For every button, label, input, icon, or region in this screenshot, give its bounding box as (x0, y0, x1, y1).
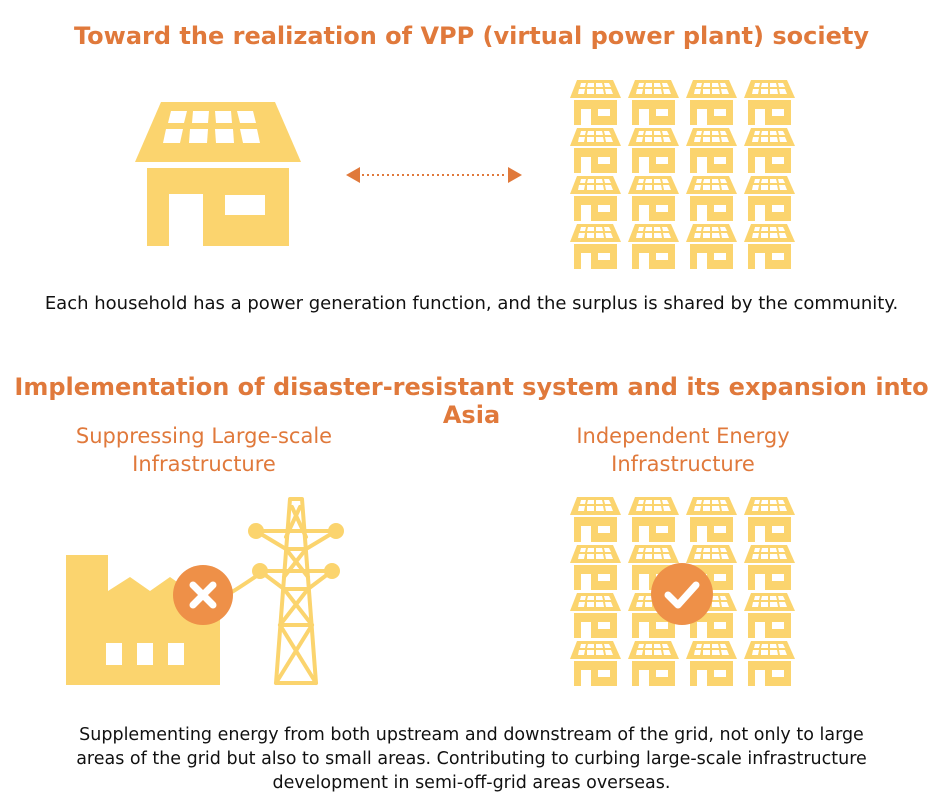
right-label-line1: Independent Energy (576, 424, 790, 448)
section2-caption: Supplementing energy from both upstream … (0, 723, 943, 795)
section2-caption-line1: Supplementing energy from both upstream … (79, 725, 864, 745)
house-grid-icon (570, 80, 795, 269)
check-badge-icon (651, 563, 713, 625)
transmission-tower-icon (214, 497, 344, 685)
left-label-line2: Infrastructure (132, 452, 276, 476)
x-badge-icon (173, 565, 233, 625)
right-label: Independent Energy Infrastructure (503, 422, 863, 478)
section2-title: Implementation of disaster-resistant sys… (14, 373, 929, 429)
double-arrow-icon (346, 167, 522, 183)
solar-house-icon (135, 102, 301, 246)
right-label-line2: Infrastructure (611, 452, 755, 476)
section1-caption: Each household has a power generation fu… (44, 293, 899, 314)
section2-caption-line2: areas of the grid but also to small area… (76, 749, 867, 769)
left-label: Suppressing Large-scale Infrastructure (24, 422, 384, 478)
left-label-line1: Suppressing Large-scale (75, 424, 333, 448)
section1-title: Toward the realization of VPP (virtual p… (74, 22, 869, 50)
section2-caption-line3: development in semi-off-grid areas overs… (272, 773, 671, 793)
